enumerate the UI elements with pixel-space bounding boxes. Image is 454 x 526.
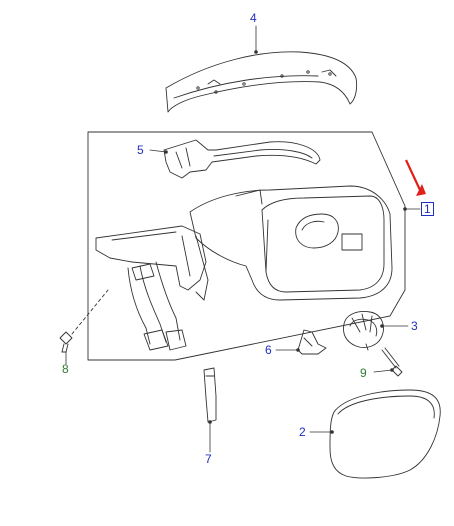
- indicator-lamp: [163, 139, 321, 179]
- glass-actuator: [343, 311, 384, 351]
- callout-6: 6: [265, 343, 272, 357]
- callout-7: 7: [205, 452, 212, 466]
- screw-9: [381, 347, 403, 377]
- assembly-frame: [87, 131, 406, 361]
- leader-lines: [65, 25, 421, 453]
- callout-5: 5: [137, 143, 144, 157]
- screw-8: [59, 289, 109, 353]
- mirror-glass: [329, 389, 441, 479]
- callout-4: 4: [250, 11, 257, 25]
- mirror-housing: [95, 185, 393, 351]
- red-pointer-arrow: [405, 159, 426, 196]
- callout-8: 8: [62, 362, 69, 376]
- callout-3: 3: [411, 319, 418, 333]
- callout-9: 9: [360, 366, 367, 380]
- mirror-cover: [165, 51, 358, 113]
- callout-1: 1: [421, 202, 434, 216]
- trim-strip: [203, 367, 217, 423]
- callout-2: 2: [299, 425, 306, 439]
- retaining-clip: [297, 329, 327, 355]
